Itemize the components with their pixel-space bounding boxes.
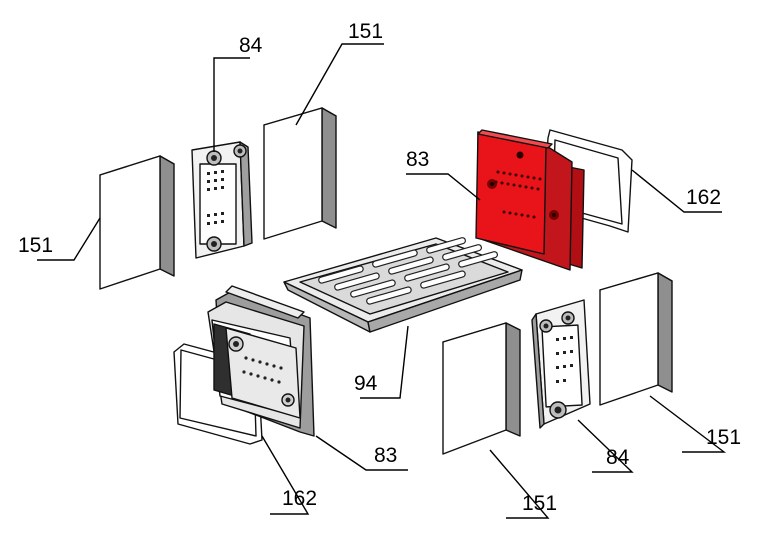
label-block-top-left: 151 (18, 234, 53, 257)
leader-block-right (649, 395, 727, 453)
leader-block-top-left (37, 217, 101, 261)
leader-block-top-center (295, 43, 384, 126)
leader-tray (360, 325, 409, 399)
brick-block-right (599, 272, 673, 406)
leader-gasket-right (631, 169, 722, 213)
leader-gasket-left (261, 435, 310, 515)
leader-bracket-top (213, 57, 250, 152)
label-gasket-left: 162 (282, 487, 317, 510)
grate-tray (283, 237, 523, 333)
label-block-bottom-center: 151 (522, 492, 557, 515)
leader-plate-red (406, 173, 481, 201)
bracket-top (191, 141, 253, 259)
leader-bracket-bottom (577, 419, 634, 473)
leader-block-bottom-center (489, 449, 550, 519)
label-bracket-bottom: 84 (606, 446, 630, 469)
leader-plate-left (315, 435, 408, 471)
part-labels: 151 84 151 83 162 94 83 162 151 84 151 (18, 20, 741, 515)
brick-block-bottom-center (442, 322, 521, 455)
brick-block-top-center (263, 107, 337, 240)
label-plate-red: 83 (406, 148, 429, 171)
label-bracket-top: 84 (239, 34, 263, 57)
leader-lines (37, 43, 727, 519)
brick-block-left (99, 155, 175, 290)
label-tray: 94 (354, 372, 378, 395)
label-gasket-right: 162 (686, 186, 721, 209)
label-plate-left: 83 (374, 444, 397, 467)
fire-plate-grey (207, 285, 315, 437)
fire-plate-red (475, 129, 585, 271)
label-block-right: 151 (706, 426, 741, 449)
bracket-bottom (531, 299, 591, 429)
label-block-top-center: 151 (348, 20, 383, 43)
